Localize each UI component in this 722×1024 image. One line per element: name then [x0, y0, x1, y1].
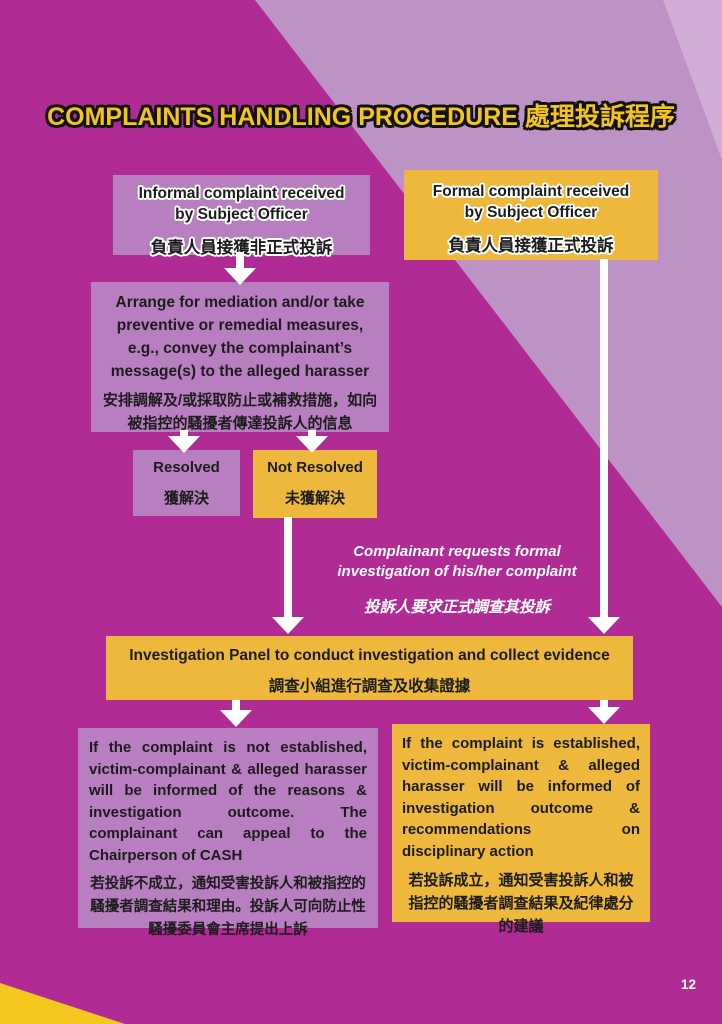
- formal-complaint-text-en: Formal complaint received by Subject Off…: [432, 183, 630, 221]
- complaint-not-established-box: If the complaint is not established, vic…: [78, 728, 378, 938]
- established-text-zh: 若投訴成立，通知受害投訴人和被指控的騷擾者調查結果及紀律處分的建議: [408, 872, 634, 935]
- resolved-box: Resolved 獲解決: [133, 450, 240, 516]
- informal-complaint-text-zh: 負責人員接獲非正式投訴: [150, 239, 333, 257]
- formal-investigation-request-note: Complainant requests formal investigatio…: [312, 542, 602, 617]
- mediation-text-zh: 安排調解及/或採取防止或補救措施，如向 被指控的騷擾者傳達投訴人的信息: [102, 392, 378, 432]
- informal-complaint-text-en: Informal complaint received by Subject O…: [138, 185, 345, 223]
- not-established-text-en: If the complaint is not established, vic…: [89, 739, 367, 864]
- request-note-text-en: Complainant requests formal investigatio…: [337, 543, 577, 580]
- arrow-formal-to-investigation-icon: [588, 259, 620, 634]
- resolved-text-en: Resolved: [153, 459, 220, 476]
- established-text-en: If the complaint is established, victim-…: [402, 735, 640, 860]
- complaint-established-box: If the complaint is established, victim-…: [392, 724, 650, 935]
- investigation-text-zh: 調查小組進行調查及收集證據: [268, 678, 471, 695]
- arrow-mediation-to-not-resolved-icon: [296, 430, 328, 453]
- arrow-investigation-to-established-icon: [588, 700, 620, 724]
- page-title: COMPLAINTS HANDLING PROCEDURE 處理投訴程序: [47, 103, 675, 131]
- mediation-box: Arrange for mediation and/or take preven…: [91, 282, 389, 432]
- not-resolved-text-en: Not Resolved: [267, 459, 363, 476]
- arrow-not-resolved-to-investigation-icon: [272, 517, 304, 634]
- formal-complaint-box: Formal complaint received by Subject Off…: [404, 170, 658, 260]
- not-resolved-box: Not Resolved 未獲解決: [253, 450, 377, 518]
- investigation-panel-box: Investigation Panel to conduct investiga…: [106, 636, 633, 700]
- page-number: 12: [680, 977, 696, 992]
- not-resolved-text-zh: 未獲解決: [284, 490, 345, 507]
- informal-complaint-box: Informal complaint received by Subject O…: [113, 175, 370, 257]
- formal-complaint-text-zh: 負責人員接獲正式投訴: [448, 237, 614, 255]
- mediation-text-en: Arrange for mediation and/or take preven…: [110, 294, 370, 380]
- arrow-informal-to-mediation-icon: [224, 252, 256, 285]
- resolved-text-zh: 獲解決: [163, 490, 209, 507]
- not-established-text-zh: 若投訴不成立，通知受害投訴人和被指控的騷擾者調查結果和理由。投訴人可向防止性騷擾…: [90, 876, 366, 938]
- arrow-investigation-to-not-established-icon: [220, 700, 252, 727]
- arrow-mediation-to-resolved-icon: [168, 430, 200, 453]
- request-note-text-zh: 投訴人要求正式調查其投訴: [363, 599, 550, 616]
- investigation-text-en: Investigation Panel to conduct investiga…: [129, 647, 610, 664]
